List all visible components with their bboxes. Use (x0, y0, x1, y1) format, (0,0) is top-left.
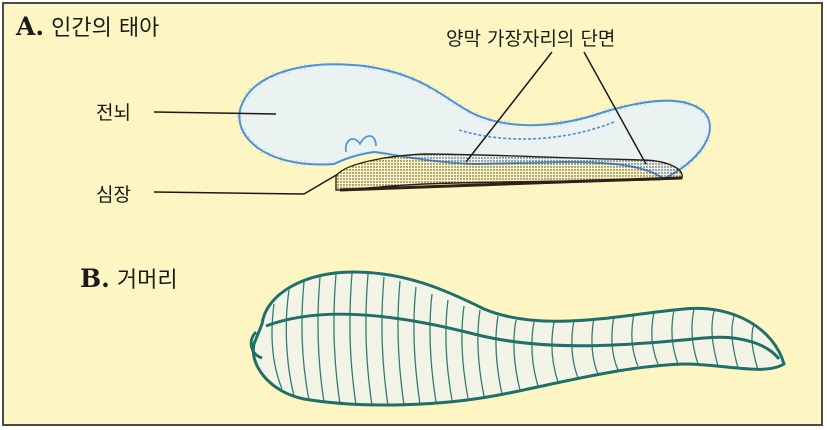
label-amnion-edge: 양막 가장자리의 단면 (446, 24, 615, 51)
figure-panel: A. 인간의 태아 전뇌 심장 양막 가장자리의 단면 B. 거머리 (2, 2, 823, 426)
panel-b-title: B. 거머리 (80, 262, 178, 294)
label-heart: 심장 (96, 180, 131, 207)
leader-heart (154, 174, 338, 194)
embryo-drawing (239, 64, 710, 190)
panel-a-caption: 인간의 태아 (51, 16, 159, 41)
panel-a-letter: A. (16, 12, 44, 41)
panel-b-caption: 거머리 (117, 268, 178, 293)
leech-drawing (251, 272, 784, 406)
panel-a-title: A. 인간의 태아 (16, 10, 159, 42)
label-forebrain: 전뇌 (96, 98, 131, 125)
panel-b-letter: B. (80, 264, 110, 293)
illustration-canvas (4, 4, 823, 426)
